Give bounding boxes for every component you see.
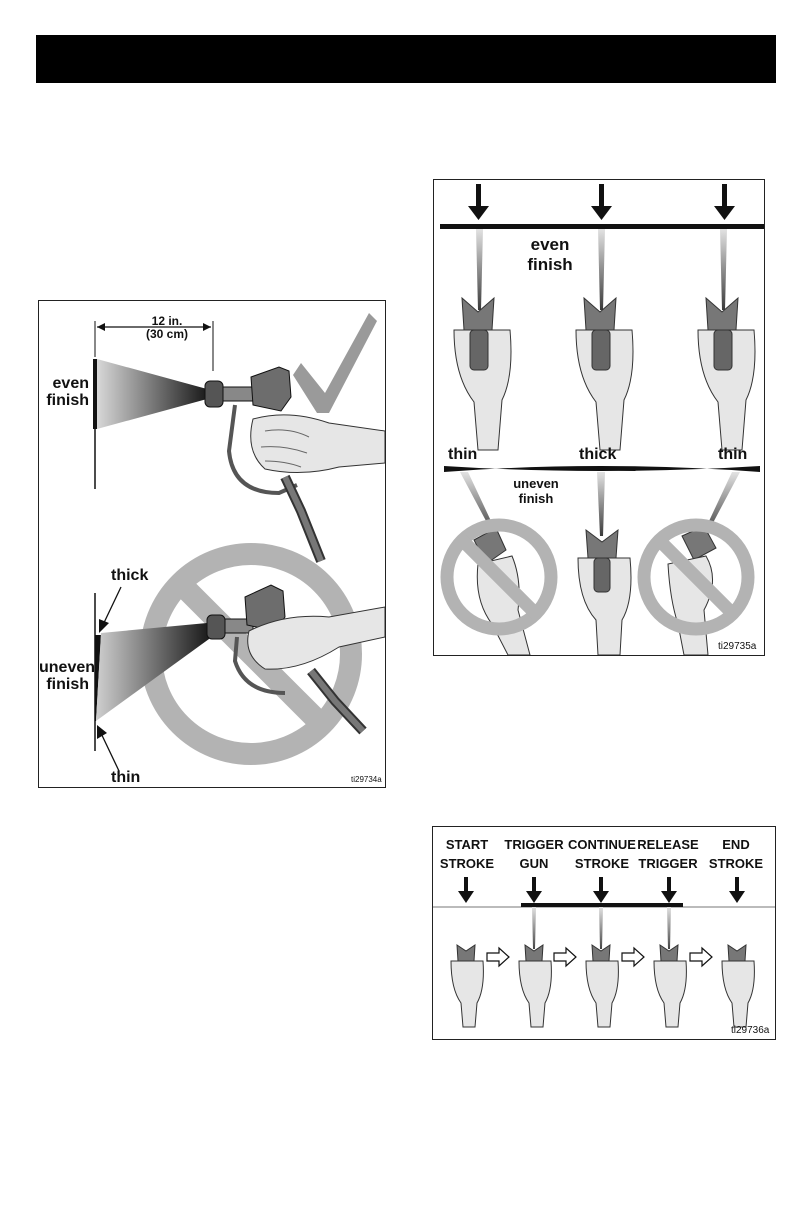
thin-left-label: thin — [448, 446, 477, 463]
figure-id: ti29736a — [731, 1025, 769, 1036]
stroke-sequence-illustration — [433, 827, 775, 1039]
spray-gun-icon — [586, 945, 618, 1027]
spray-gun-icon — [576, 298, 633, 450]
spray-gun-icon — [578, 530, 631, 655]
spray-gun-icon — [654, 945, 686, 1027]
right-arrow-icon — [487, 948, 509, 966]
section-header-bar — [36, 35, 776, 83]
uneven-finish-label: uneven finish — [504, 476, 568, 506]
spray-gun-icon — [451, 945, 483, 1027]
down-arrow-icon — [458, 877, 474, 903]
spray-gun-icon — [454, 298, 511, 450]
down-arrow-icon — [468, 184, 489, 220]
down-arrow-icon — [729, 877, 745, 903]
figure-id: ti29735a — [718, 641, 756, 652]
thick-label: thick — [111, 567, 148, 584]
down-arrow-icon — [591, 184, 612, 220]
figure-id: ti29734a — [351, 775, 382, 784]
down-arrow-icon — [661, 877, 677, 903]
thin-right-label: thin — [718, 446, 747, 463]
spray-gun-icon — [205, 367, 385, 561]
spray-angle-illustration — [434, 180, 764, 655]
even-finish-label: even finish — [518, 235, 582, 275]
figure-spray-stroke: START STROKE TRIGGER GUN CONTINUE STROKE… — [432, 826, 776, 1040]
figure-spray-distance: 12 in. (30 cm) even finish thick uneven … — [38, 300, 386, 788]
down-arrow-icon — [593, 877, 609, 903]
down-arrow-icon — [714, 184, 735, 220]
figure-spray-angle: even finish thin thick thin uneven finis… — [433, 179, 765, 656]
down-arrow-icon — [526, 877, 542, 903]
right-arrow-icon — [622, 948, 644, 966]
spray-gun-icon — [722, 945, 754, 1027]
spray-gun-icon — [519, 945, 551, 1027]
thick-label: thick — [579, 446, 616, 463]
spray-gun-icon — [698, 298, 755, 450]
spray-distance-illustration — [39, 301, 385, 787]
right-arrow-icon — [690, 948, 712, 966]
distance-label: 12 in. (30 cm) — [131, 315, 203, 341]
check-mark-icon — [293, 313, 377, 413]
right-arrow-icon — [554, 948, 576, 966]
thin-label: thin — [111, 769, 140, 786]
uneven-finish-label: uneven finish — [39, 659, 89, 693]
even-finish-label: even finish — [39, 375, 89, 409]
